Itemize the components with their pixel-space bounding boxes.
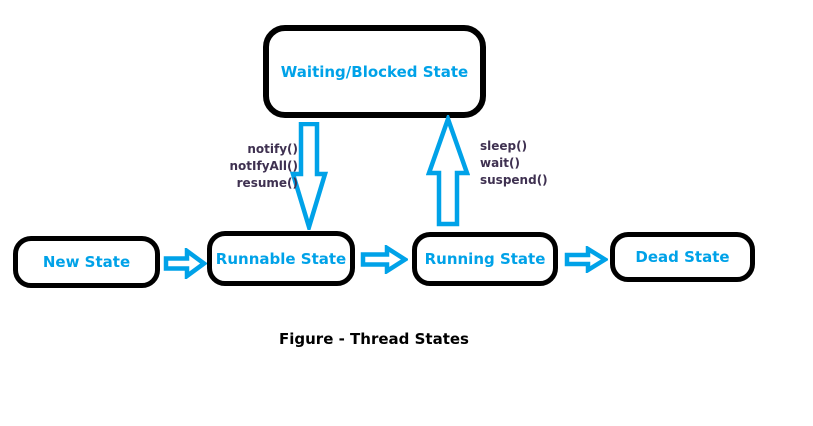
method-wait: wait() [480, 156, 521, 170]
state-label-waiting-blocked: Waiting/Blocked State [280, 62, 469, 81]
state-box-waiting-blocked: Waiting/Blocked State [263, 25, 486, 118]
method-resume: resume() [236, 176, 298, 190]
method-suspend: suspend() [480, 173, 548, 187]
state-box-dead: Dead State [610, 232, 755, 282]
methods-running-to-waiting: sleep() wait() suspend() [480, 138, 548, 189]
methods-waiting-to-runnable: notify() notIfyAll() resume() [198, 141, 298, 192]
state-box-new: New State [13, 236, 160, 288]
arrow-new-to-runnable-icon [163, 248, 207, 279]
state-box-running: Running State [412, 232, 558, 286]
state-label-new: New State [42, 253, 131, 271]
figure-caption: Figure - Thread States [279, 330, 469, 348]
method-sleep: sleep() [480, 139, 528, 153]
arrow-running-to-waiting-icon [426, 115, 470, 227]
state-label-runnable: Runnable State [215, 249, 347, 268]
method-notifyall: notIfyAll() [229, 159, 298, 173]
state-box-runnable: Runnable State [207, 231, 355, 286]
method-notify: notify() [247, 142, 298, 156]
arrow-runnable-to-running-icon [360, 245, 408, 274]
arrow-waiting-to-runnable-icon [290, 122, 328, 230]
state-label-dead: Dead State [635, 248, 730, 266]
arrow-running-to-dead-icon [564, 246, 608, 273]
state-label-running: Running State [424, 250, 546, 268]
